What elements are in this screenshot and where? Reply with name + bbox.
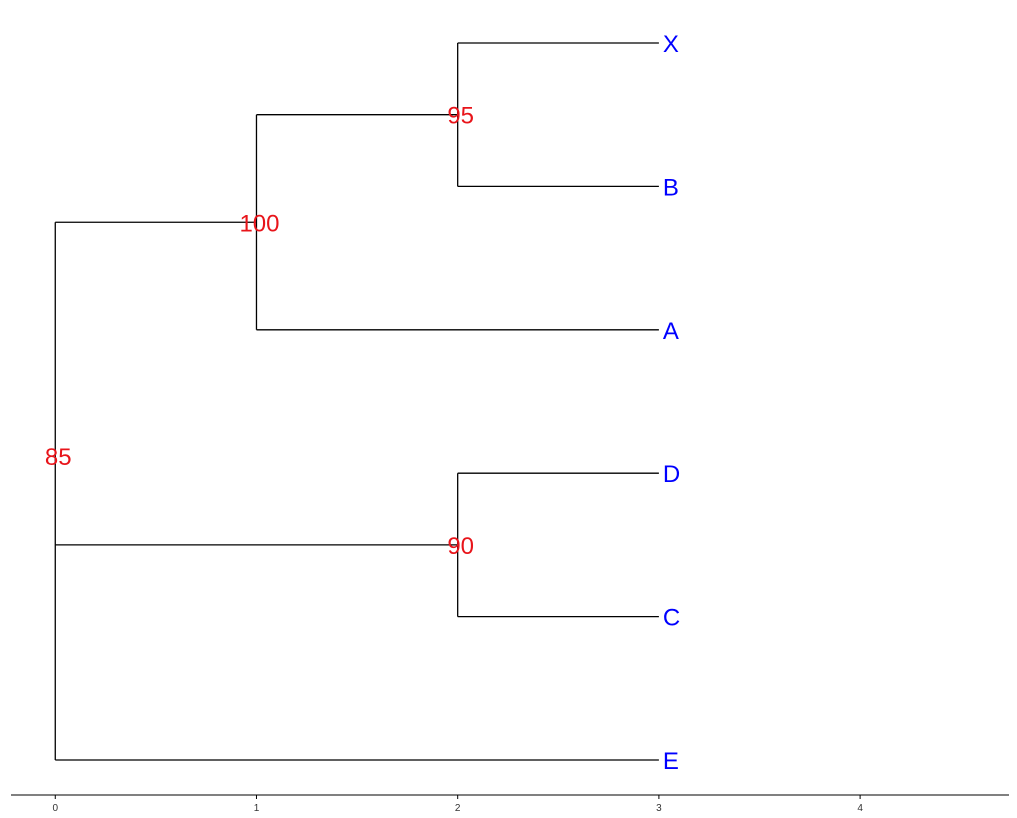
axis-tick-label: 1 [254,803,260,814]
tip-label-A: A [663,318,679,345]
tip-label-C: C [663,605,680,632]
tree-branches [54,42,659,761]
tip-labels: X B A D C E [663,31,680,775]
axis-tick-label: 2 [455,803,461,814]
support-label-90: 90 [447,533,474,560]
support-label-85: 85 [45,444,72,471]
axis-tick-label: 4 [857,803,863,814]
x-axis: 0 1 2 3 4 [11,794,1009,814]
tip-label-D: D [663,461,680,488]
axis-tick-label: 0 [52,803,58,814]
tip-label-B: B [663,174,679,201]
support-label-95: 95 [447,103,474,130]
support-label-100: 100 [239,210,279,237]
tip-label-X: X [663,31,679,58]
axis-tick-label: 3 [656,803,662,814]
tip-label-E: E [663,748,679,775]
support-labels: 95 100 90 85 [45,103,474,560]
